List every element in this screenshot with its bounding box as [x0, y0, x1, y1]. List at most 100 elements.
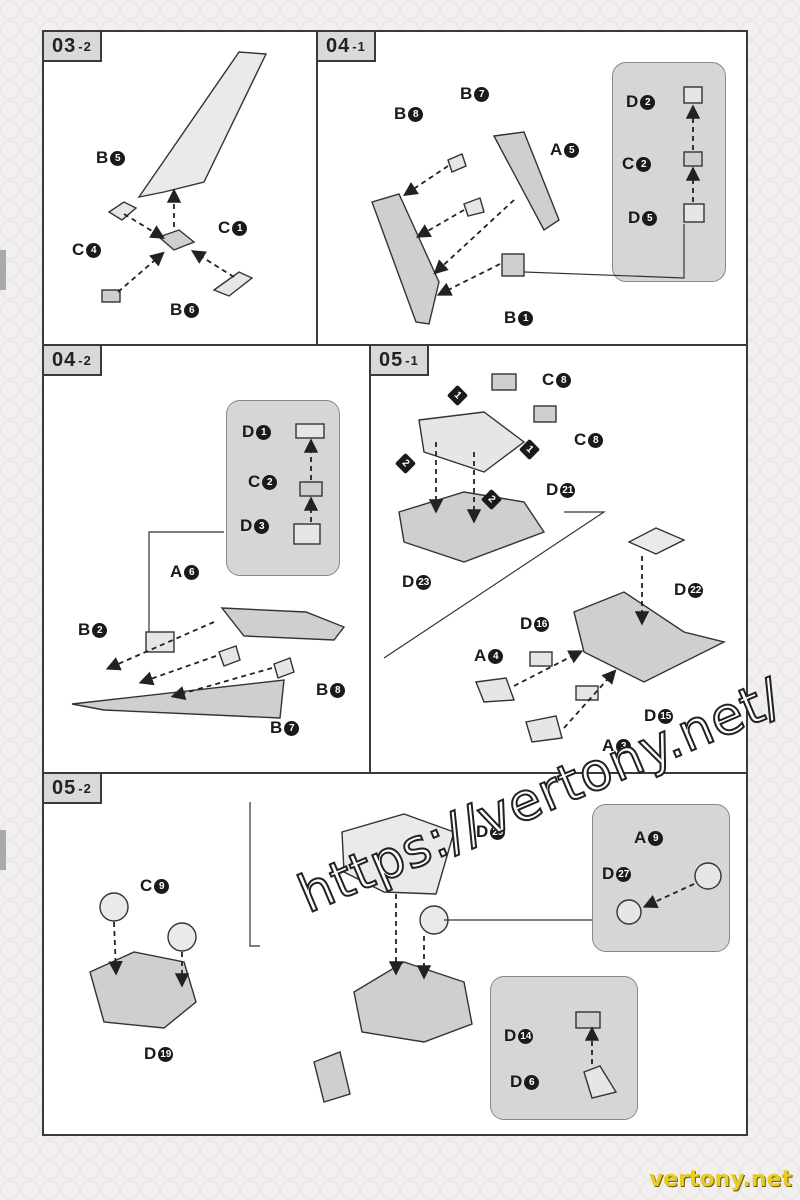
- part-letter: D: [510, 1072, 523, 1091]
- part-letter: B: [96, 148, 109, 167]
- part-a5: [492, 131, 560, 232]
- row-divider: [44, 772, 746, 774]
- part-number: 6: [184, 302, 200, 318]
- joint-part: [501, 253, 525, 277]
- part-letter: B: [78, 620, 91, 639]
- part-number: 7: [474, 86, 490, 102]
- part-b8: [273, 657, 295, 679]
- part-d2: [683, 86, 703, 104]
- part-number: 23: [416, 574, 432, 590]
- part-number: 3: [254, 518, 270, 534]
- step-sub: -1: [405, 352, 419, 368]
- assembly-arrow: [513, 650, 584, 687]
- part-number: 21: [560, 482, 576, 498]
- part-letter: D: [402, 572, 415, 591]
- part-c1: [157, 229, 196, 251]
- part-number: 4: [488, 648, 504, 664]
- part-d6: [583, 1065, 618, 1099]
- part-letter: D: [674, 580, 687, 599]
- footer-watermark: vertony.net: [648, 1167, 792, 1192]
- callout-line: [383, 511, 606, 659]
- assembly-arrow: [105, 621, 215, 671]
- part-d15: [575, 685, 599, 701]
- callout-line: [523, 224, 685, 279]
- order-number: 1: [446, 384, 469, 407]
- part-letter: B: [316, 680, 329, 699]
- assembly-arrow: [436, 263, 501, 296]
- assembly-arrow: [403, 165, 449, 196]
- callout-line: [148, 531, 224, 632]
- part-b7: [463, 197, 485, 217]
- part-d3: [293, 523, 321, 545]
- part-d23: [398, 491, 546, 563]
- subassembly-box: [490, 976, 638, 1120]
- part-c4: [101, 289, 121, 303]
- part-number: 6: [184, 564, 200, 580]
- part-c8: [491, 373, 517, 391]
- staple-mark: [0, 250, 6, 290]
- part-letter: C: [622, 154, 635, 173]
- part-a3: [525, 715, 563, 743]
- part-number: 7: [284, 720, 300, 736]
- subassembly-box: [612, 62, 726, 282]
- assembly-arrow: [170, 667, 273, 700]
- part-c2: [299, 481, 323, 497]
- assembled-body: [573, 591, 727, 683]
- part-number: 2: [92, 622, 108, 638]
- part-letter: B: [270, 718, 283, 737]
- step-05-2-tag: 05-2: [44, 774, 102, 804]
- part-letter: C: [72, 240, 85, 259]
- part-a4: [475, 677, 515, 703]
- part-d1: [295, 423, 325, 439]
- thruster-part: [419, 905, 449, 935]
- part-b7: [218, 645, 241, 667]
- part-number: 19: [158, 1046, 174, 1062]
- part-letter: D: [546, 480, 559, 499]
- part-d14: [575, 1011, 601, 1029]
- part-number: 5: [642, 210, 658, 226]
- part-number: 8: [330, 682, 346, 698]
- part-number: 14: [518, 1028, 534, 1044]
- part-number: 8: [588, 432, 604, 448]
- part-d27: [616, 899, 642, 925]
- part-number: 27: [616, 866, 632, 882]
- part-b6: [212, 271, 254, 297]
- column-divider: [316, 32, 318, 344]
- order-marker: 2: [480, 488, 503, 511]
- assembly-arrow: [190, 250, 235, 278]
- assembly-arrow: [642, 883, 695, 909]
- step-number: 05: [52, 776, 77, 799]
- staple-mark: [0, 830, 6, 870]
- part-letter: B: [460, 84, 473, 103]
- part-number: 8: [408, 106, 424, 122]
- step-number: 04: [326, 34, 351, 57]
- part-letter: D: [628, 208, 641, 227]
- part-number: 3: [616, 738, 632, 754]
- order-marker: 2: [394, 452, 417, 475]
- callout-line: [249, 802, 260, 947]
- step-03-2-tag: 03-2: [44, 32, 102, 62]
- part-number: 5: [110, 150, 126, 166]
- part-d22: [627, 527, 686, 555]
- step-number: 05: [379, 348, 404, 371]
